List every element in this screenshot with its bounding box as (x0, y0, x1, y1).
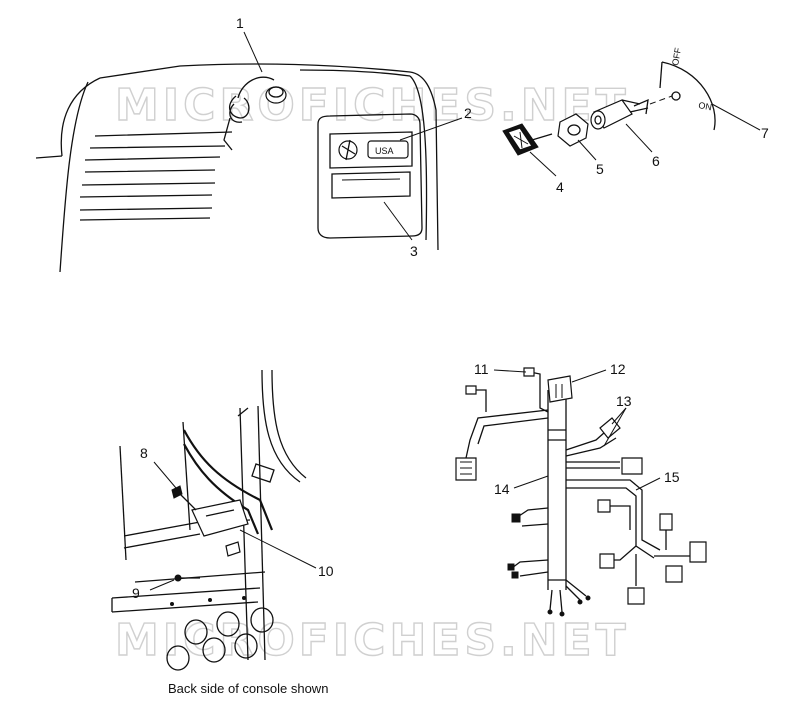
callout-15: 15 (664, 469, 680, 485)
key-assembly: OFF ON (502, 46, 716, 156)
usa-plate-label: USA (375, 146, 394, 156)
callout-6: 6 (652, 153, 660, 169)
usa-plate (367, 140, 409, 159)
callout-10: 10 (318, 563, 334, 579)
callout-9: 9 (132, 585, 140, 601)
callout-14: 14 (494, 481, 510, 497)
callout-12: 12 (610, 361, 626, 377)
console-back (111, 369, 307, 671)
callout-11: 11 (474, 361, 489, 377)
decal-off-label: OFF (670, 46, 683, 66)
callout-numbers: 1 2 3 4 5 6 7 8 9 10 11 12 13 14 15 (132, 15, 769, 601)
callout-4: 4 (556, 179, 564, 195)
leaders-bottom-right (493, 369, 661, 491)
watermark-bottom: MICROFICHES.NET (115, 615, 630, 666)
diagram-caption: Back side of console shown (168, 681, 329, 696)
callout-7: 7 (761, 125, 769, 141)
hood-console: USA (35, 63, 439, 273)
callout-3: 3 (410, 243, 418, 259)
decal-on-label: ON (698, 100, 713, 112)
callout-1: 1 (236, 15, 244, 31)
callout-8: 8 (140, 445, 148, 461)
leaders-bottom-left (149, 461, 317, 591)
callout-2: 2 (464, 105, 472, 121)
callout-13: 13 (616, 393, 632, 409)
watermark-top: MICROFICHES.NET (115, 80, 630, 131)
leaders-top (243, 31, 761, 241)
wiring-harness (455, 367, 707, 617)
callout-5: 5 (596, 161, 604, 177)
